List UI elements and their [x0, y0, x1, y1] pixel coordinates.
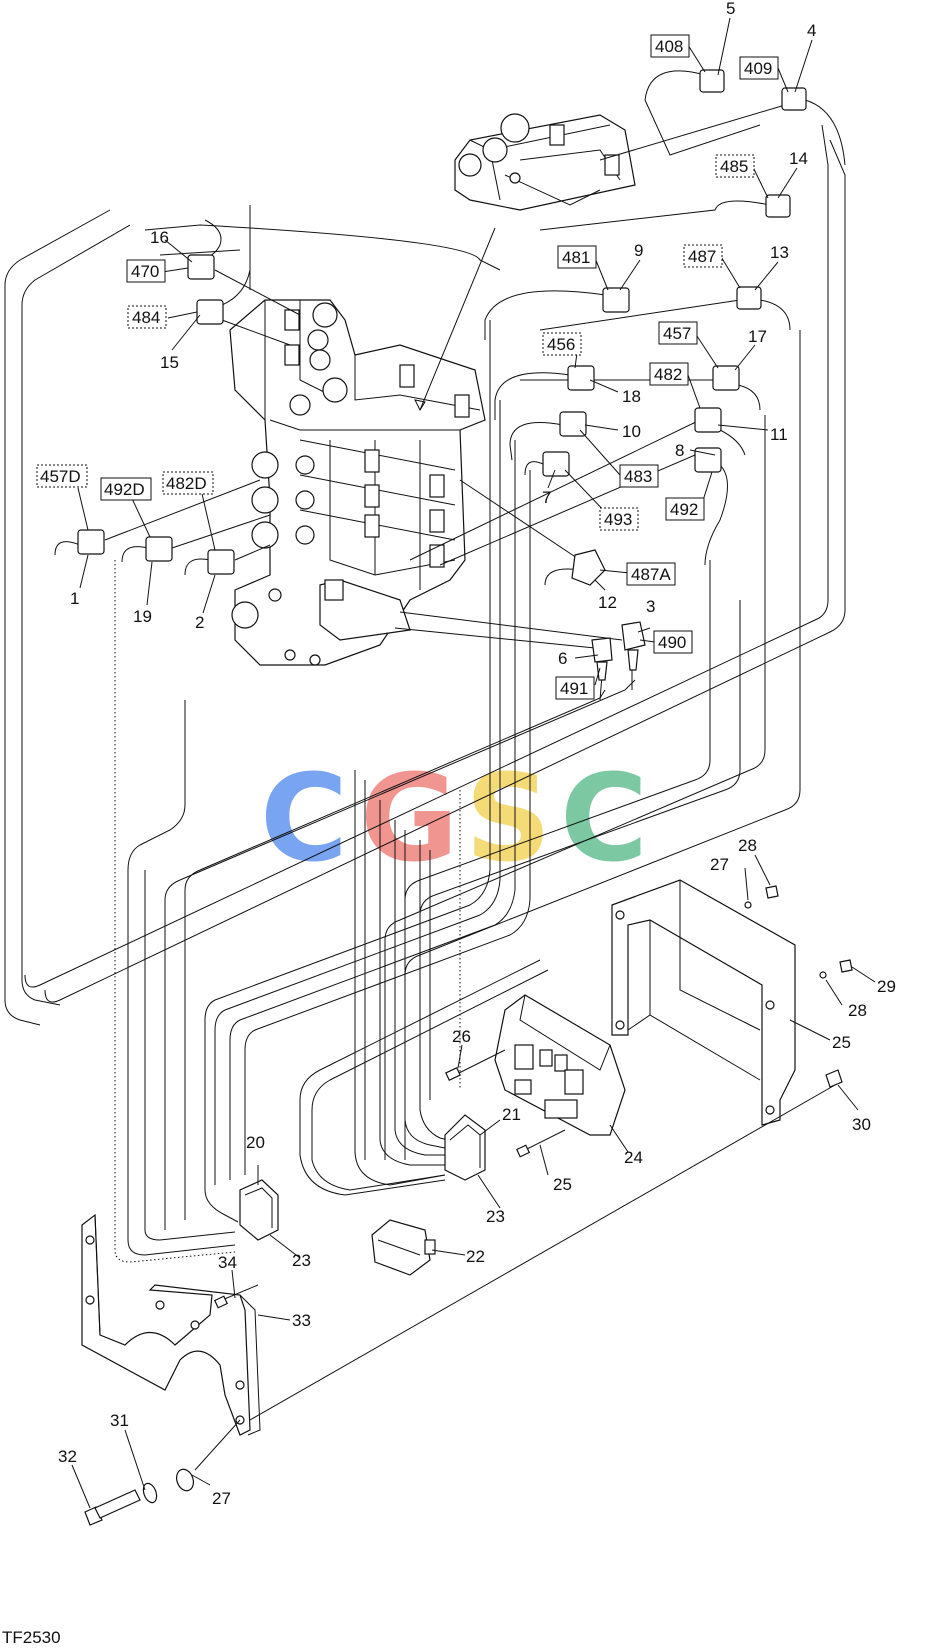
tag-487: 487: [688, 247, 716, 266]
tag-493: 493: [604, 510, 632, 529]
callout-22: 22: [466, 1247, 485, 1266]
tag-491: 491: [560, 679, 588, 698]
callout-5: 5: [726, 0, 735, 18]
callout-15: 15: [160, 353, 179, 372]
watermark-letter-s: S: [465, 750, 551, 889]
callout-17: 17: [748, 327, 767, 346]
callout-2: 2: [195, 613, 204, 632]
callout-33: 33: [292, 1311, 311, 1330]
callout-27a: 27: [710, 855, 729, 874]
callout-27b: 28: [848, 1001, 867, 1020]
tag-408: 408: [655, 37, 683, 56]
callout-26: 26: [452, 1027, 471, 1046]
figure-id: TF2530: [2, 1628, 61, 1647]
tag-485: 485: [720, 157, 748, 176]
callout-25b: 25: [553, 1175, 572, 1194]
watermark: C G S C: [260, 750, 648, 889]
tag-456: 456: [547, 335, 575, 354]
tag-457d: 457D: [40, 467, 81, 486]
bracket-right: [611, 879, 796, 1126]
controller-module: [494, 994, 626, 1136]
valve-block-main: [229, 227, 496, 666]
callout-19: 19: [133, 607, 152, 626]
watermark-letter-g: G: [360, 750, 459, 889]
callout-13: 13: [770, 243, 789, 262]
tag-482: 482: [654, 365, 682, 384]
callout-29: 27: [212, 1489, 231, 1508]
harness-connectors: [239, 1114, 486, 1276]
tag-484: 484: [132, 308, 160, 327]
callout-11: 11: [770, 425, 788, 444]
wire-harness-runs: [4, 124, 846, 1263]
callout-12: 12: [598, 593, 617, 612]
callout-28b: 29: [877, 977, 896, 996]
callout-14: 14: [789, 149, 808, 168]
tag-409: 409: [744, 59, 772, 78]
tag-492: 492: [670, 500, 698, 519]
callout-30: 30: [852, 1115, 871, 1134]
callout-20: 20: [246, 1133, 265, 1152]
callout-21: 21: [502, 1105, 521, 1124]
callout-16: 16: [150, 228, 169, 247]
callout-31: 31: [110, 1411, 129, 1430]
valve-stack-upper: [454, 113, 636, 211]
callout-8: 8: [675, 441, 684, 460]
callout-10: 10: [622, 422, 641, 441]
tag-482d: 482D: [166, 474, 207, 493]
callout-7: 7: [542, 488, 551, 507]
tag-457: 457: [663, 324, 691, 343]
callout-3: 3: [646, 597, 655, 616]
tag-492d: 492D: [104, 480, 145, 499]
callout-24: 24: [624, 1148, 643, 1167]
watermark-letter-c1: C: [260, 750, 348, 889]
bracket-lower: [81, 1084, 836, 1436]
callout-9: 9: [634, 241, 643, 260]
callout-4: 4: [807, 21, 816, 40]
tag-487a: 487A: [631, 565, 671, 584]
wire-tags: 408 409 485 487 481 456 457 482 483 492 …: [36, 34, 779, 700]
callout-6: 6: [558, 649, 567, 668]
hardware: [84, 885, 853, 1526]
tag-470: 470: [131, 262, 159, 281]
callout-23b: 23: [292, 1251, 311, 1270]
tag-490: 490: [658, 633, 686, 652]
callout-28a: 28: [738, 836, 757, 855]
callout-23a: 23: [486, 1207, 505, 1226]
callout-18: 18: [622, 387, 641, 406]
callout-25a: 25: [832, 1033, 851, 1052]
callout-1: 1: [70, 589, 79, 608]
tag-481: 481: [562, 248, 590, 267]
callout-32: 32: [58, 1447, 77, 1466]
tag-483: 483: [624, 467, 652, 486]
callout-34: 34: [218, 1253, 237, 1272]
wire-connectors: [54, 69, 846, 701]
callout-numbers: 5 4 14 9 13 16 15 17 18 10 11 8 7 12 3 6…: [58, 0, 896, 1508]
leader-lines: [71, 17, 876, 1509]
